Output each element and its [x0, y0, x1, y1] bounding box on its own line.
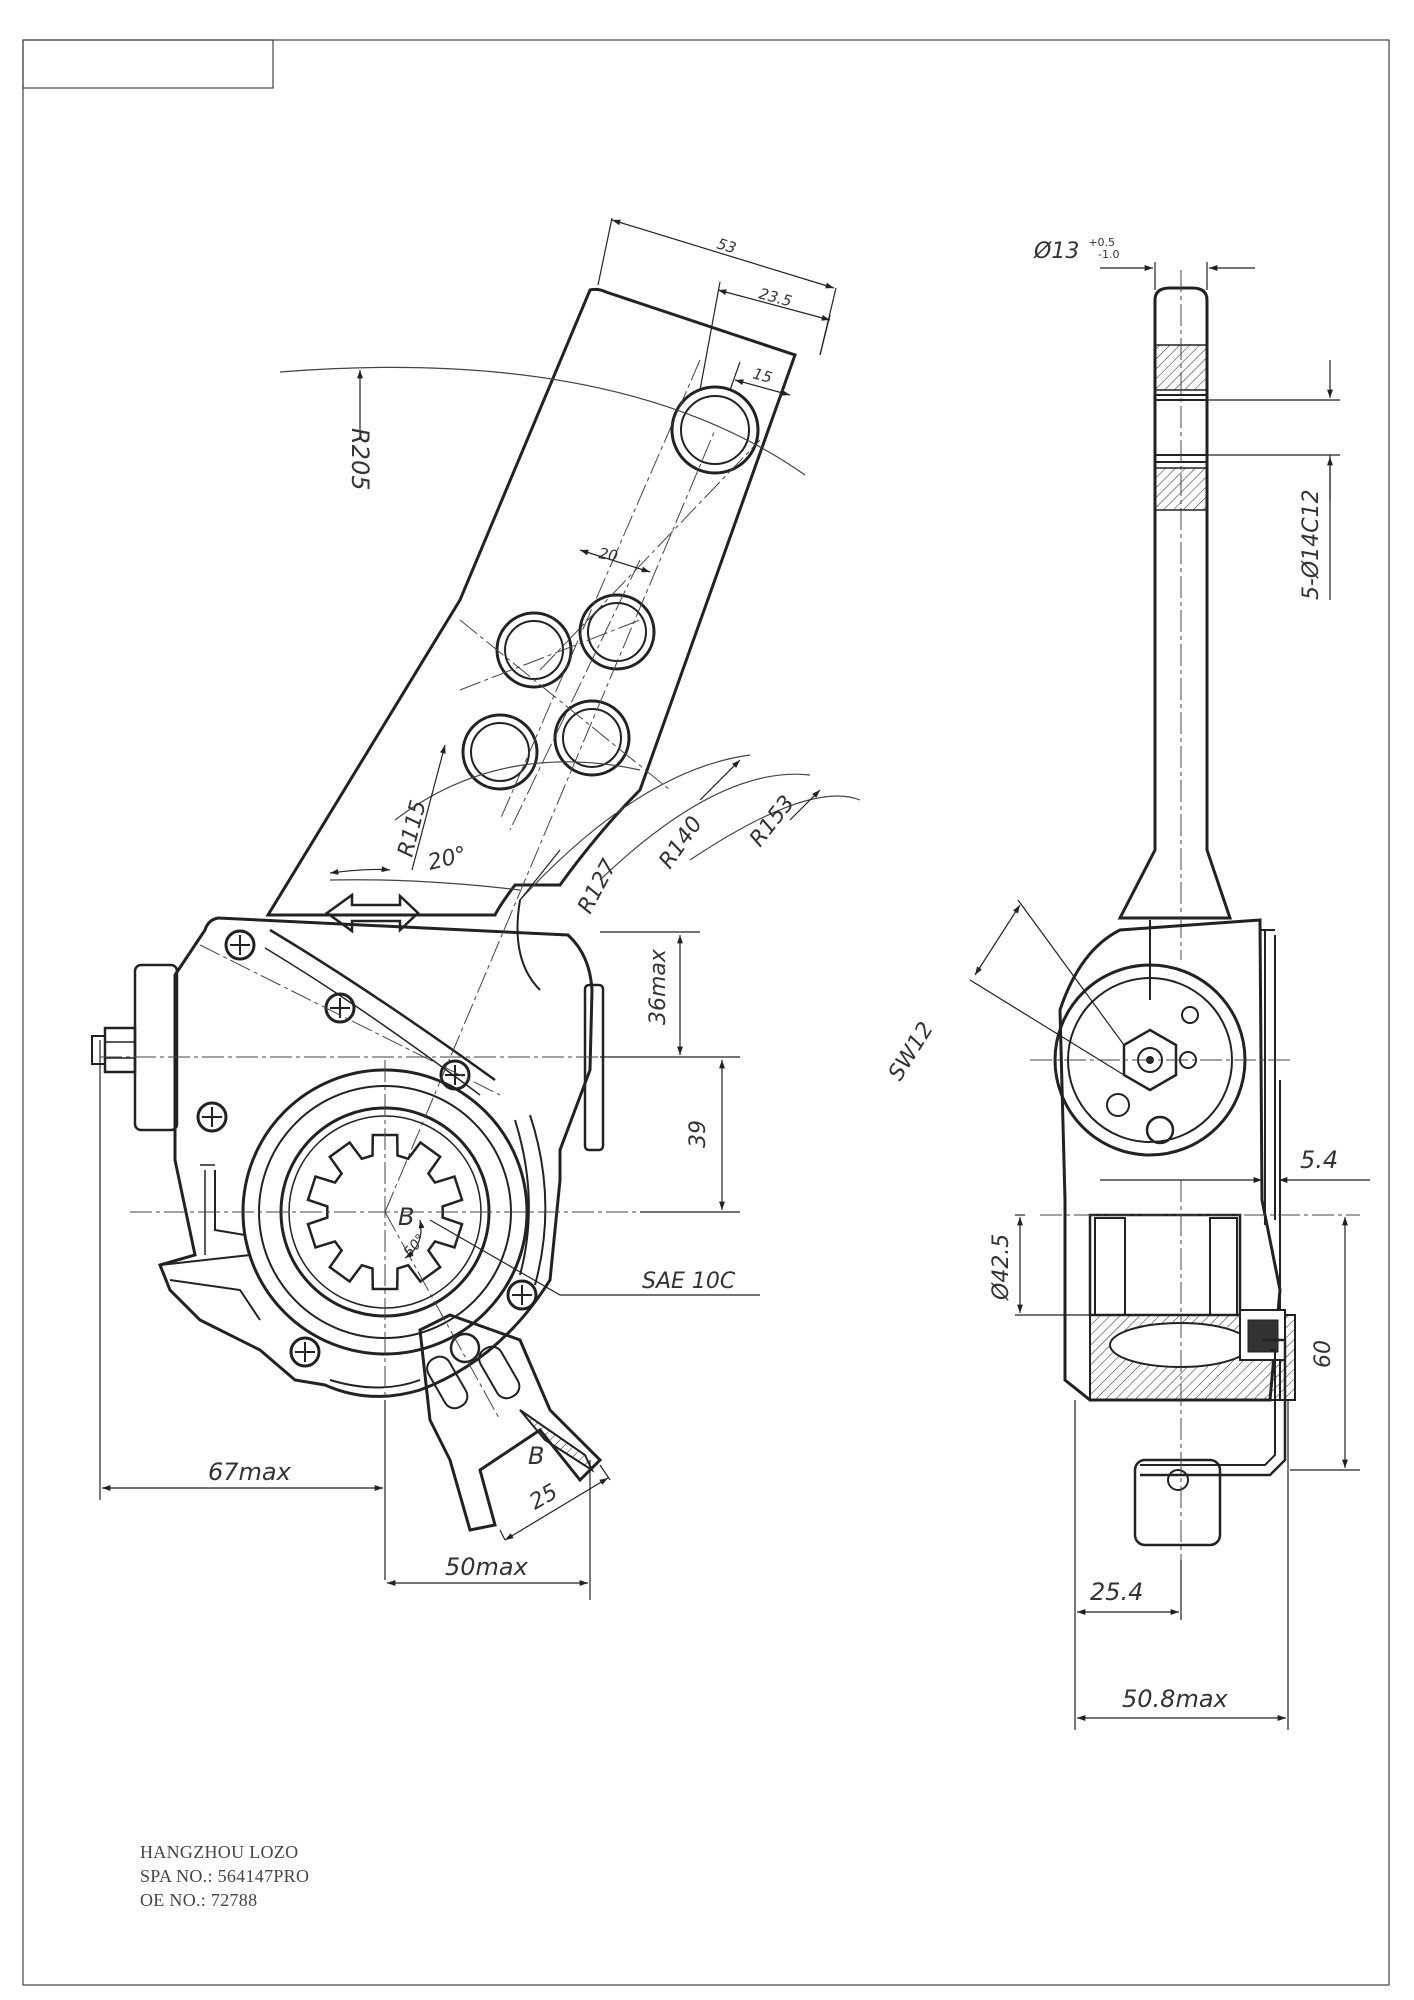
dim-angle-50: 50° — [401, 1231, 429, 1260]
label-b-lower: B — [528, 1442, 544, 1470]
dim-50max: 50max — [445, 1553, 529, 1581]
oe-number: OE NO.: 72788 — [140, 1890, 258, 1910]
screw-lower-right — [506, 1279, 538, 1311]
right-cover-plate — [583, 983, 605, 1152]
dim-angle-20: 20° — [425, 842, 469, 876]
dim-r205: R205 — [346, 428, 374, 490]
front-view — [91, 287, 861, 1532]
dim-53: 53 — [715, 235, 739, 258]
screw-top-left — [224, 929, 256, 961]
spline-gear — [306, 1133, 464, 1291]
front-dimensions — [99, 217, 837, 1600]
left-cover-plate — [133, 963, 179, 1132]
dimension-labels: 53 23.5 15 R205 20 R115 20° R127 R140 R1… — [208, 227, 1338, 1713]
dim-15: 15 — [751, 364, 774, 386]
dim-dia42-5: Ø42.5 — [989, 1234, 1014, 1301]
dim-60: 60 — [1311, 1340, 1336, 1368]
dim-5-4: 5.4 — [1300, 1146, 1338, 1174]
lever-hole-1 — [670, 385, 760, 475]
dim-50-8max: 50.8max — [1122, 1685, 1229, 1713]
screw-middle — [324, 992, 356, 1024]
side-view — [1030, 270, 1360, 1560]
clevis-fork — [1133, 1458, 1222, 1547]
hub-section — [1088, 1213, 1242, 1317]
dim-36max: 36max — [646, 948, 671, 1025]
direction-arrow — [324, 892, 420, 934]
spa-number: SPA NO.: 564147PRO — [140, 1866, 310, 1886]
side-lever-arm — [1117, 286, 1233, 920]
clevis-pin-hole — [449, 1332, 481, 1364]
drawing-frame — [22, 39, 1390, 1986]
label-b-upper: B — [398, 1203, 414, 1231]
dim-sw12: SW12 — [884, 1018, 939, 1085]
dim-67max: 67max — [208, 1458, 292, 1486]
dim-r153: R153 — [745, 791, 800, 852]
lever-hole-3 — [495, 611, 573, 689]
dim-5-holes-dia14: 5-Ø14C12 — [1299, 489, 1324, 600]
screw-bottom — [289, 1336, 321, 1368]
dim-23-5: 23.5 — [757, 284, 794, 310]
adjuster-body-outline — [157, 916, 594, 1398]
dim-r127: R127 — [573, 856, 622, 918]
dim-25: 25 — [526, 1480, 563, 1516]
clevis-arm — [418, 1313, 603, 1532]
dim-r115: R115 — [394, 798, 432, 860]
lever-hole-4 — [553, 699, 631, 777]
lever-hole-2 — [578, 593, 656, 671]
dim-25-4: 25.4 — [1090, 1578, 1143, 1606]
dim-20: 20 — [597, 544, 619, 565]
dim-39: 39 — [686, 1120, 711, 1148]
company-name: HANGZHOU LOZO — [140, 1842, 299, 1862]
dim-r140: R140 — [654, 812, 707, 873]
label-sae-10c: SAE 10C — [642, 1269, 736, 1294]
hex-bolt-left — [103, 1026, 137, 1074]
lever-hole-5 — [461, 713, 539, 791]
lever-arm-outline — [265, 287, 797, 917]
screw-left — [196, 1101, 228, 1133]
side-dimensions — [969, 262, 1370, 1730]
dim-dia13: Ø13 +0.5 -1.0 — [1033, 227, 1122, 264]
